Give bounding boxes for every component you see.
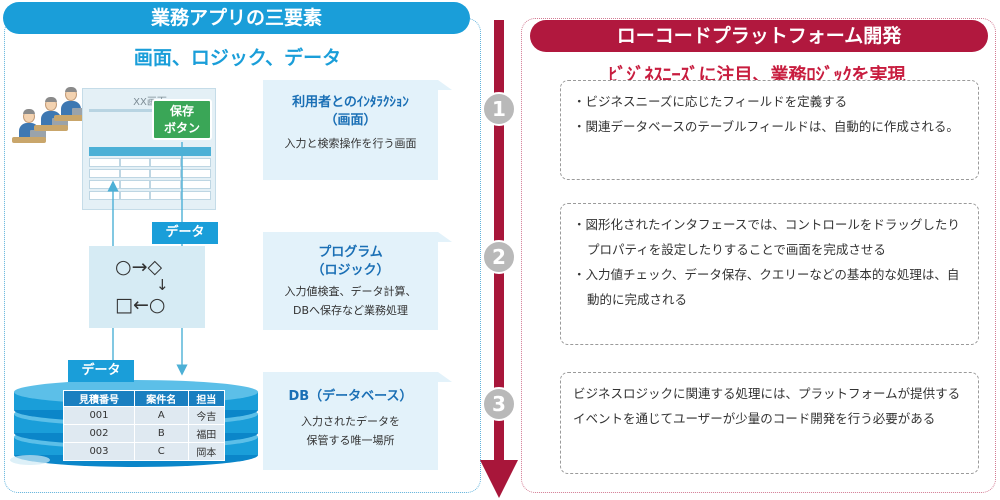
right-panel [521,18,996,493]
card-db-desc-1: 入力されたデータを [301,415,400,428]
screen-table [89,147,211,202]
table-row: 001 A 今吉 [63,406,226,425]
save-button-line2: ボタン [163,121,200,135]
list-item: 図形化されたインタフェースでは、コントロールをドラッグしたりプロパティを設定した… [573,212,968,262]
step-3-text: ビジネスロジックに関連する処理には、プラットフォームが提供するイベントを通じてユ… [573,386,961,426]
card-screen-title-sub: （画面） [324,113,377,128]
table-cell: 002 [63,424,135,443]
step-1-badge: 1 [482,92,516,126]
db-col-owner: 担当 [187,390,226,407]
flow-down-arrow-icon: ↓ [156,276,169,294]
table-cell: B [133,424,189,443]
card-logic-title: プログラム [318,245,383,260]
db-table: 見積番号 案件名 担当 001 A 今吉 002 B 福田 003 C 岡本 [63,390,226,461]
card-logic: プログラム （ロジック） 入力値検査、データ計算、 DBへ保存など業務処理 [263,232,452,330]
card-db-title: DB（データベース） [288,389,413,404]
step-2-badge: 2 [482,240,516,274]
table-row: 003 C 岡本 [63,442,226,461]
card-logic-title-sub: （ロジック） [311,263,390,278]
step-3-badge: 3 [482,387,516,421]
card-screen-desc: 入力と検索操作を行う画面 [284,137,417,150]
right-panel-header: ローコードプラットフォーム開発 [530,20,988,52]
list-item: ビジネスニーズに応じたフィールドを定義する [573,89,968,114]
card-db-desc-2: 保管する唯一場所 [306,434,395,447]
db-col-quote-no: 見積番号 [63,390,135,407]
table-cell: 岡本 [187,442,226,461]
list-item: 入力値チェック、データ保存、クエリーなどの基本的な処理は、自動的に完成される [573,262,968,312]
table-cell: A [133,406,189,425]
card-screen: 利用者とのｲﾝﾀﾗｸｼｮﾝ （画面） 入力と検索操作を行う画面 [263,80,452,180]
table-cell: C [133,442,189,461]
card-screen-title: 利用者とのｲﾝﾀﾗｸｼｮﾝ [292,95,409,110]
save-button-illustration: 保存 ボタン [152,99,212,140]
card-db: DB（データベース） 入力されたデータを 保管する唯一場所 [263,372,452,470]
card-logic-desc-2: DBへ保存など業務処理 [292,304,409,317]
screen-title: XX画面 [133,97,167,108]
db-col-project: 案件名 [133,390,189,407]
data-tag-lower: データ [68,360,134,382]
left-panel-header: 業務アプリの三要素 [3,2,470,34]
left-panel-subtitle: 画面、ロジック、データ [133,47,342,69]
step-1-box: ビジネスニーズに応じたフィールドを定義する 関連データベースのテーブルフィールド… [560,80,979,180]
table-cell: 003 [63,442,135,461]
table-cell: 福田 [187,424,226,443]
flow-row-2: □←○ [115,294,166,316]
user-icon [54,87,88,124]
table-cell: 今吉 [187,406,226,425]
flow-row-1: ○→◇ [115,256,163,278]
save-button-line1: 保存 [169,104,194,118]
table-row: 002 B 福田 [63,424,226,443]
logic-flow-illustration: ○→◇ ↓ □←○ [89,246,205,328]
data-tag-upper: データ [152,222,218,244]
table-cell: 001 [63,406,135,425]
list-item: 関連データベースのテーブルフィールドは、自動的に作成される。 [573,114,968,139]
step-2-box: 図形化されたインタフェースでは、コントロールをドラッグしたりプロパティを設定した… [560,203,979,345]
card-logic-desc-1: 入力値検査、データ計算、 [284,285,417,298]
step-3-box: ビジネスロジックに関連する処理には、プラットフォームが提供するイベントを通じてユ… [560,372,979,474]
